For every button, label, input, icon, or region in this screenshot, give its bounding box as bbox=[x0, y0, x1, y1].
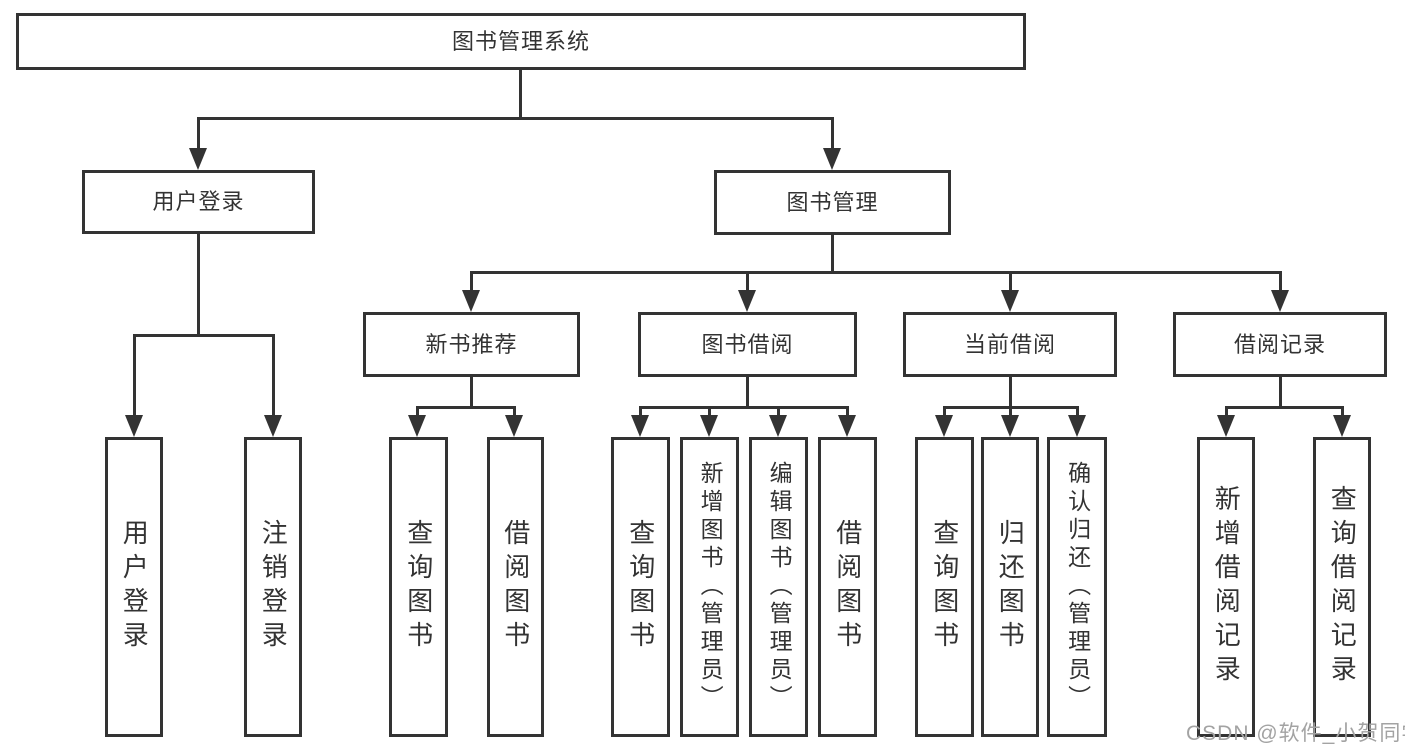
leaf-label: 新增借阅记录 bbox=[1211, 485, 1242, 689]
leaf-borrow-books-recommend: 借阅图书 bbox=[487, 437, 544, 737]
leaf-label: 注销登录 bbox=[258, 519, 289, 655]
connector-hline bbox=[470, 271, 1281, 274]
connector-hline bbox=[133, 334, 275, 337]
arrow-stem bbox=[1076, 406, 1079, 416]
node-borrowing-records: 借阅记录 bbox=[1173, 312, 1387, 377]
node-label: 图书管理系统 bbox=[451, 28, 590, 54]
arrow-down-icon bbox=[838, 415, 856, 437]
arrow-stem bbox=[639, 406, 642, 416]
leaf-edit-book-admin: 编辑图书（管理员） bbox=[749, 437, 808, 737]
leaf-user-login: 用户登录 bbox=[105, 437, 163, 737]
leaf-label: 查询图书 bbox=[625, 519, 656, 655]
leaf-borrow-books-borrowing: 借阅图书 bbox=[818, 437, 877, 737]
arrow-down-icon bbox=[125, 415, 143, 437]
arrow-down-icon bbox=[631, 415, 649, 437]
arrow-stem bbox=[1341, 406, 1344, 416]
connector-vline bbox=[519, 69, 522, 119]
arrow-stem bbox=[1225, 406, 1228, 416]
arrow-down-icon bbox=[1271, 290, 1289, 312]
node-user-login: 用户登录 bbox=[82, 170, 315, 234]
leaf-query-borrow-record: 查询借阅记录 bbox=[1313, 437, 1371, 737]
arrow-stem bbox=[1009, 271, 1012, 293]
leaf-add-book-admin: 新增图书（管理员） bbox=[680, 437, 739, 737]
leaf-label: 确认归还（管理员） bbox=[1064, 461, 1091, 713]
node-label: 新书推荐 bbox=[425, 331, 518, 357]
arrow-down-icon bbox=[935, 415, 953, 437]
arrow-stem bbox=[943, 406, 946, 416]
connector-vline bbox=[831, 234, 834, 273]
leaf-return-books: 归还图书 bbox=[981, 437, 1039, 737]
arrow-stem bbox=[197, 117, 200, 152]
arrow-down-icon bbox=[1001, 415, 1019, 437]
node-book-management: 图书管理 bbox=[714, 170, 951, 235]
leaf-label: 借阅图书 bbox=[832, 519, 863, 655]
arrow-down-icon bbox=[462, 290, 480, 312]
leaf-label: 归还图书 bbox=[995, 519, 1026, 655]
leaf-label: 用户登录 bbox=[119, 519, 150, 655]
watermark: CSDN @软件_小贺同学 bbox=[1186, 722, 1405, 745]
leaf-label: 查询图书 bbox=[929, 519, 960, 655]
connector-vline bbox=[746, 376, 749, 408]
arrow-down-icon bbox=[1001, 290, 1019, 312]
arrow-stem bbox=[708, 406, 711, 416]
arrow-down-icon bbox=[189, 148, 207, 170]
connector-hline bbox=[197, 117, 833, 120]
node-label: 图书借阅 bbox=[701, 331, 794, 357]
arrow-stem bbox=[777, 406, 780, 416]
arrow-down-icon bbox=[505, 415, 523, 437]
arrow-stem bbox=[831, 117, 834, 152]
node-new-book-recommendation: 新书推荐 bbox=[363, 312, 580, 377]
leaf-logout: 注销登录 bbox=[244, 437, 302, 737]
node-library-management-system: 图书管理系统 bbox=[16, 13, 1026, 70]
arrow-stem bbox=[272, 334, 275, 416]
arrow-down-icon bbox=[1333, 415, 1351, 437]
arrow-down-icon bbox=[823, 148, 841, 170]
arrow-stem bbox=[1279, 271, 1282, 293]
leaf-label: 编辑图书（管理员） bbox=[766, 461, 793, 713]
leaf-label: 借阅图书 bbox=[500, 519, 531, 655]
arrow-down-icon bbox=[1217, 415, 1235, 437]
arrow-stem bbox=[133, 334, 136, 416]
arrow-down-icon bbox=[769, 415, 787, 437]
arrow-stem bbox=[470, 271, 473, 293]
leaf-label: 新增图书（管理员） bbox=[697, 461, 724, 713]
node-label: 当前借阅 bbox=[963, 331, 1056, 357]
arrow-down-icon bbox=[1068, 415, 1086, 437]
leaf-add-borrow-record: 新增借阅记录 bbox=[1197, 437, 1255, 737]
connector-vline bbox=[470, 376, 473, 408]
arrow-stem bbox=[846, 406, 849, 416]
arrow-down-icon bbox=[738, 290, 756, 312]
node-book-borrowing: 图书借阅 bbox=[638, 312, 857, 377]
arrow-stem bbox=[416, 406, 419, 416]
node-current-borrowing: 当前借阅 bbox=[903, 312, 1117, 377]
connector-hline bbox=[416, 406, 516, 409]
leaf-label: 查询借阅记录 bbox=[1327, 485, 1358, 689]
leaf-query-books-recommend: 查询图书 bbox=[389, 437, 448, 737]
leaf-query-books-borrowing: 查询图书 bbox=[611, 437, 670, 737]
arrow-down-icon bbox=[408, 415, 426, 437]
arrow-down-icon bbox=[264, 415, 282, 437]
node-label: 借阅记录 bbox=[1233, 331, 1326, 357]
arrow-stem bbox=[1009, 406, 1012, 416]
connector-vline bbox=[1279, 376, 1282, 408]
connector-vline bbox=[197, 233, 200, 336]
node-label: 图书管理 bbox=[786, 189, 879, 215]
node-label: 用户登录 bbox=[152, 189, 245, 214]
arrow-stem bbox=[513, 406, 516, 416]
connector-vline bbox=[1009, 376, 1012, 408]
leaf-confirm-return-admin: 确认归还（管理员） bbox=[1047, 437, 1107, 737]
arrow-down-icon bbox=[700, 415, 718, 437]
arrow-stem bbox=[746, 271, 749, 293]
leaf-query-books-current: 查询图书 bbox=[915, 437, 974, 737]
connector-hline bbox=[639, 406, 848, 409]
leaf-label: 查询图书 bbox=[403, 519, 434, 655]
connector-hline bbox=[1225, 406, 1344, 409]
